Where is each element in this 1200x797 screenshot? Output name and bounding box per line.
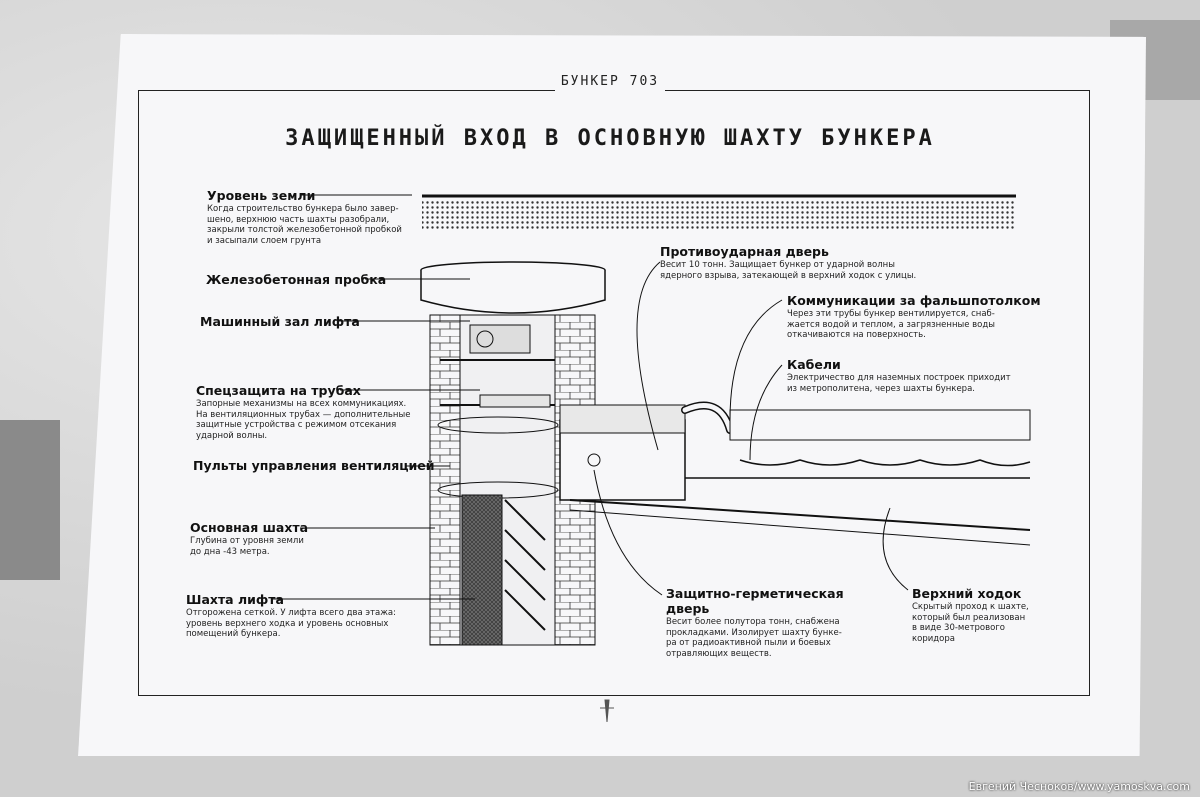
lift-shaft-mesh [461, 494, 503, 646]
label-text: Когда строительство бункера было завер- … [207, 204, 402, 246]
label-title: Спецзащита на трубах [196, 383, 361, 398]
staircase [504, 499, 546, 631]
label-vent: Пульты управления вентиляцией [193, 458, 435, 473]
label-title: Защитно-герметическая дверь [666, 586, 844, 616]
label-title: Верхний ходок [912, 586, 1022, 601]
label-machine: Машинный зал лифта [200, 314, 360, 329]
label-title: Уровень земли [207, 188, 316, 203]
leader-corridor [882, 507, 909, 591]
label-title: Шахта лифта [186, 592, 284, 607]
concrete-plug [420, 270, 606, 314]
label-plug: Железобетонная пробка [206, 272, 386, 287]
label-text: Электричество для наземных построек прих… [787, 373, 1011, 394]
label-title: Пульты управления вентиляцией [193, 458, 435, 473]
brand-logo: БУНКЕР 703 [555, 74, 665, 96]
label-comms: Коммуникации за фальшпотолком Через эти … [787, 293, 1047, 341]
poster-title: ЗАЩИЩЕННЫЙ ВХОД В ОСНОВНУЮ ШАХТУ БУНКЕРА [285, 126, 935, 151]
soil-layer [422, 199, 1016, 231]
blast-door-frame [559, 404, 686, 434]
comms-duct [729, 409, 1031, 441]
label-text: Весит более полутора тонн, снабжена прок… [666, 617, 842, 659]
label-text: Отгорожена сеткой. У лифта всего два эта… [186, 608, 396, 639]
label-ground: Уровень земли Когда строительство бункер… [207, 188, 417, 246]
label-text: Через эти трубы бункер вентилируется, сн… [787, 309, 995, 340]
label-corridor: Верхний ходок Скрытый проход к шахте, ко… [912, 586, 1072, 644]
wall-peeling-patch [0, 420, 60, 580]
label-pipes: Спецзащита на трубах Запорные механизмы … [196, 383, 416, 441]
elevator-machine [469, 324, 531, 354]
photo-credit: Евгений Чесноков/www.yamoskva.com [968, 780, 1190, 793]
label-cables: Кабели Электричество для наземных постро… [787, 357, 1047, 394]
corridor-floor [569, 499, 1031, 531]
corridor-floor [569, 509, 1031, 546]
label-title: Коммуникации за фальшпотолком [787, 293, 1041, 308]
label-text: Весит 10 тонн. Защищает бункер от ударно… [660, 260, 917, 281]
label-lift: Шахта лифта Отгорожена сеткой. У лифта в… [186, 592, 406, 640]
ventilation-pipe [479, 394, 551, 408]
label-title: Машинный зал лифта [200, 314, 360, 329]
label-text: Скрытый проход к шахте, который был реал… [912, 602, 1029, 644]
leader-hermdoor [593, 469, 663, 596]
comms-pipe-inner [682, 403, 733, 433]
leader-comms [729, 299, 783, 421]
leader-blastdoor [636, 261, 661, 451]
machine-wheel [476, 330, 494, 348]
label-text: Запорные механизмы на всех коммуникациях… [196, 399, 411, 441]
cable-tray [739, 459, 1031, 467]
label-title: Железобетонная пробка [206, 272, 387, 287]
leader-cables [749, 364, 783, 461]
label-hermdoor: Защитно-герметическая дверь Весит более … [666, 586, 886, 659]
label-blastdoor: Противоударная дверь Весит 10 тонн. Защи… [660, 244, 930, 281]
label-text: Глубина от уровня земли до дна -43 метра… [190, 536, 304, 557]
label-title: Противоударная дверь [660, 244, 829, 259]
shaft-ring [437, 416, 559, 434]
label-title: Кабели [787, 357, 841, 372]
bottom-tower-logo [600, 699, 614, 723]
shaft-wall-left [429, 314, 461, 646]
label-title: Основная шахта [190, 520, 309, 535]
label-shaft: Основная шахта Глубина от уровня земли д… [190, 520, 330, 557]
poster-board [78, 34, 1146, 756]
hermetic-door-wheel [587, 453, 601, 467]
